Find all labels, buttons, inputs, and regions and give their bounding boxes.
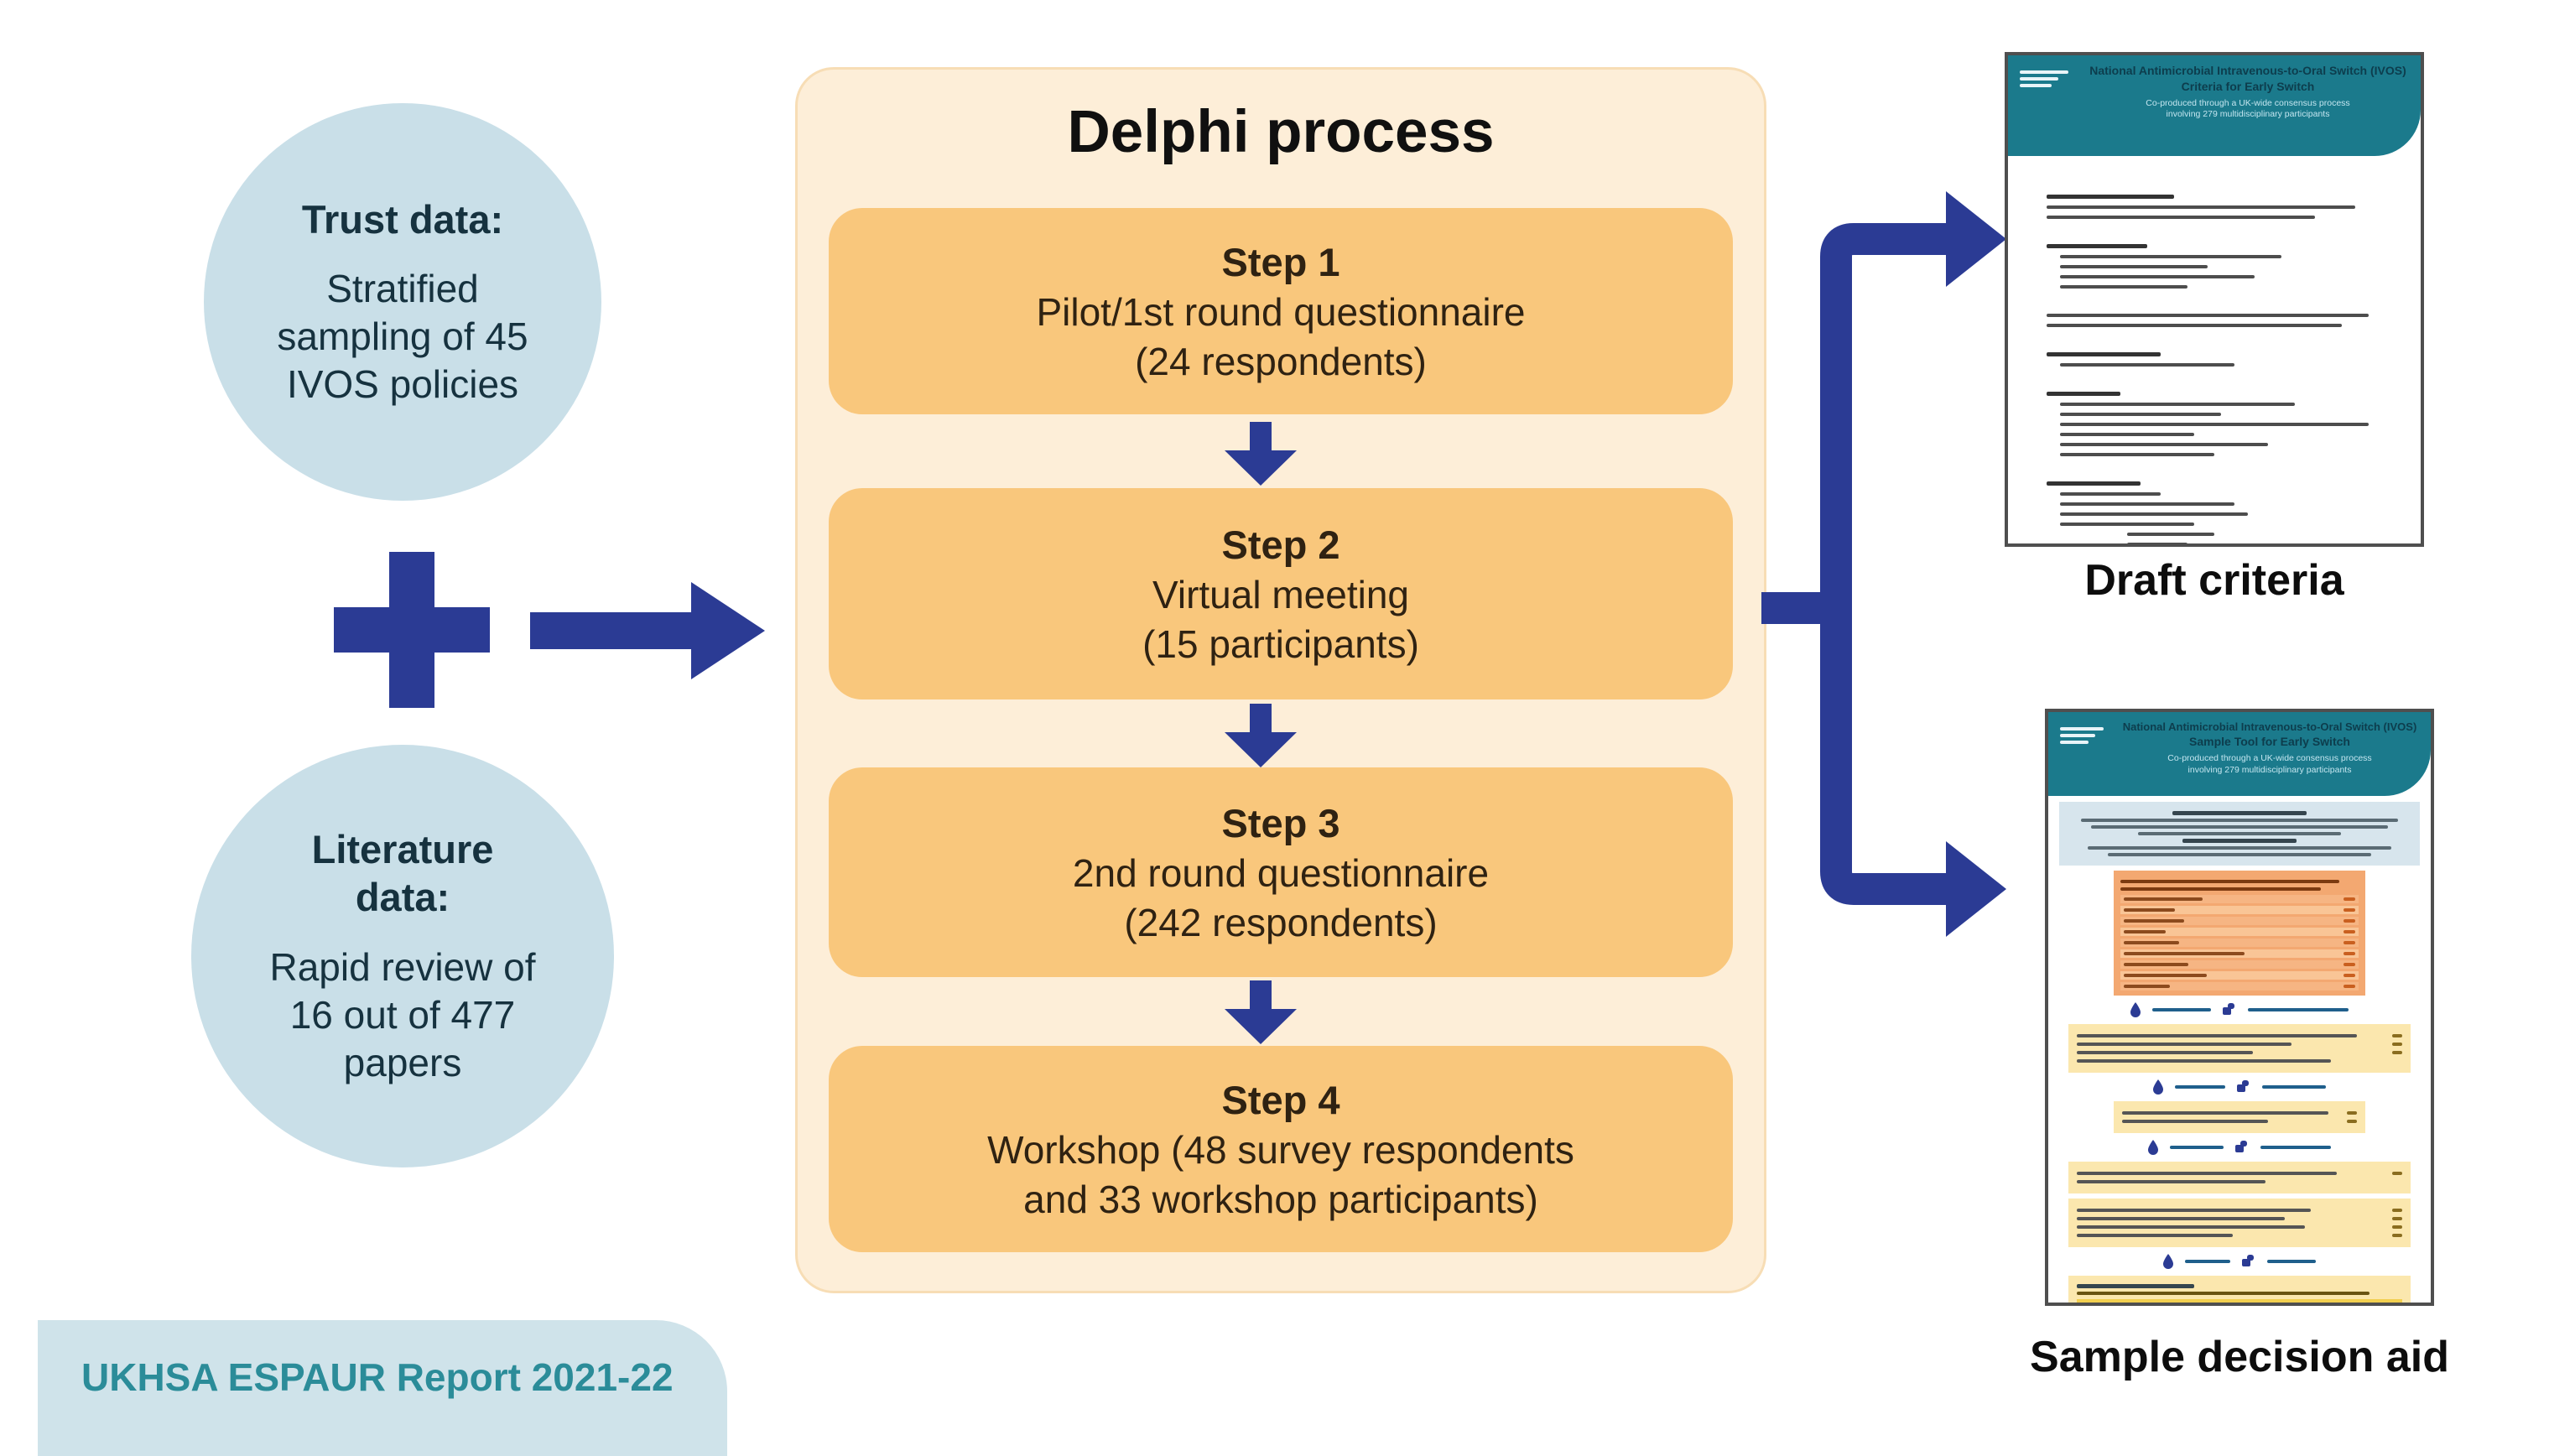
doc-title-line: National Antimicrobial Intravenous-to-Or…	[2122, 720, 2417, 733]
oral-medicine-icon	[2223, 1003, 2234, 1015]
down-arrow-icon	[1225, 980, 1297, 1044]
iv-drip-icon	[2148, 1140, 2158, 1155]
doc-title-line: National Antimicrobial Intravenous-to-Or…	[2089, 64, 2406, 77]
step-2-line1: Virtual meeting	[1152, 572, 1409, 616]
literature-data-body: Rapid review of 16 out of 477 papers	[269, 944, 536, 1084]
step-2-heading: Step 2	[1221, 522, 1340, 567]
ukhsa-logo-icon	[2060, 724, 2112, 747]
sample-decision-aid-thumbnail: National Antimicrobial Intravenous-to-Or…	[2045, 709, 2434, 1306]
literature-data-circle: Literature data: Rapid review of 16 out …	[191, 745, 614, 1167]
oral-medicine-icon	[2242, 1255, 2254, 1266]
criteria-table	[2114, 871, 2365, 996]
step-3-line1: 2nd round questionnaire	[1072, 850, 1490, 895]
doc-smallprint-line: involving 279 multidisciplinary particip…	[2166, 108, 2330, 119]
iv-drip-icon	[2163, 1254, 2173, 1269]
report-badge-label: UKHSA ESPAUR Report 2021-22	[81, 1355, 674, 1399]
step-4-line2: and 33 workshop participants)	[1023, 1177, 1538, 1221]
switch-section	[2068, 1024, 2411, 1073]
literature-data-heading: Literature data:	[311, 827, 494, 920]
step-1-box: Step 1 Pilot/1st round questionnaire (24…	[829, 208, 1733, 414]
doc-smallprint-line: Co-produced through a UK-wide consensus …	[2146, 97, 2350, 108]
decision-icons-row	[2048, 1078, 2431, 1096]
oral-medicine-icon	[2235, 1141, 2247, 1152]
decision-aid-body	[2048, 796, 2431, 1303]
decision-icons-row	[2048, 1138, 2431, 1157]
decision-aid-intro-panel	[2059, 802, 2420, 866]
draft-criteria-caption: Draft criteria	[2084, 556, 2344, 605]
sample-decision-aid-caption: Sample decision aid	[2030, 1333, 2449, 1381]
sub-section	[2114, 1101, 2365, 1133]
oral-medicine-icon	[2237, 1080, 2249, 1092]
down-arrow-icon	[1225, 422, 1297, 486]
step-4-line1: Workshop (48 survey respondents	[987, 1127, 1574, 1172]
iv-drip-icon	[2130, 1002, 2141, 1017]
decision-aid-header: National Antimicrobial Intravenous-to-Or…	[2048, 712, 2431, 796]
doc-subtitle-line: Sample Tool for Early Switch	[2189, 735, 2350, 749]
step-3-heading: Step 3	[1221, 800, 1340, 845]
delphi-process-panel: Delphi process Step 1 Pilot/1st round qu…	[795, 67, 1766, 1293]
decision-icons-row	[2048, 1252, 2431, 1271]
doc-text-lines	[2008, 156, 2421, 543]
ukhsa-logo-icon	[2020, 67, 2072, 91]
step-2-box: Step 2 Virtual meeting (15 participants)	[829, 488, 1733, 699]
branch-arrows-icon	[1761, 191, 2006, 937]
step-1-line2: (24 respondents)	[1135, 339, 1427, 383]
summary-section	[2068, 1276, 2411, 1303]
iv-drip-icon	[2153, 1079, 2163, 1095]
trust-data-heading: Trust data:	[301, 196, 504, 242]
step-3-box: Step 3 2nd round questionnaire (242 resp…	[829, 767, 1733, 977]
antibiotic-options-section	[2068, 1199, 2411, 1247]
step-4-heading: Step 4	[1221, 1077, 1340, 1122]
trust-data-circle: Trust data: Stratified sampling of 45 IV…	[204, 103, 601, 501]
decision-icons-row	[2048, 1001, 2431, 1019]
doc-smallprint-line: Co-produced through a UK-wide consensus …	[2167, 753, 2372, 764]
step-1-line1: Pilot/1st round questionnaire	[1036, 289, 1526, 334]
step-4-box: Step 4 Workshop (48 survey respondents a…	[829, 1046, 1733, 1252]
plus-icon	[334, 552, 490, 708]
trust-data-body: Stratified sampling of 45 IVOS policies	[277, 267, 528, 407]
duration-section	[2068, 1162, 2411, 1193]
step-1-heading: Step 1	[1221, 239, 1340, 284]
step-2-line2: (15 participants)	[1142, 621, 1419, 666]
step-3-line2: (242 respondents)	[1124, 900, 1438, 944]
doc-subtitle-line: Criteria for Early Switch	[2181, 79, 2315, 93]
draft-criteria-header: National Antimicrobial Intravenous-to-Or…	[2008, 55, 2421, 156]
doc-smallprint-line: involving 279 multidisciplinary particip…	[2187, 764, 2352, 775]
merge-arrow-icon	[530, 582, 765, 679]
report-badge: UKHSA ESPAUR Report 2021-22	[38, 1320, 727, 1456]
down-arrow-icon	[1225, 704, 1297, 767]
action-highlight	[2077, 1299, 2402, 1303]
draft-criteria-thumbnail: National Antimicrobial Intravenous-to-Or…	[2005, 52, 2424, 547]
panel-title: Delphi process	[1067, 99, 1495, 165]
